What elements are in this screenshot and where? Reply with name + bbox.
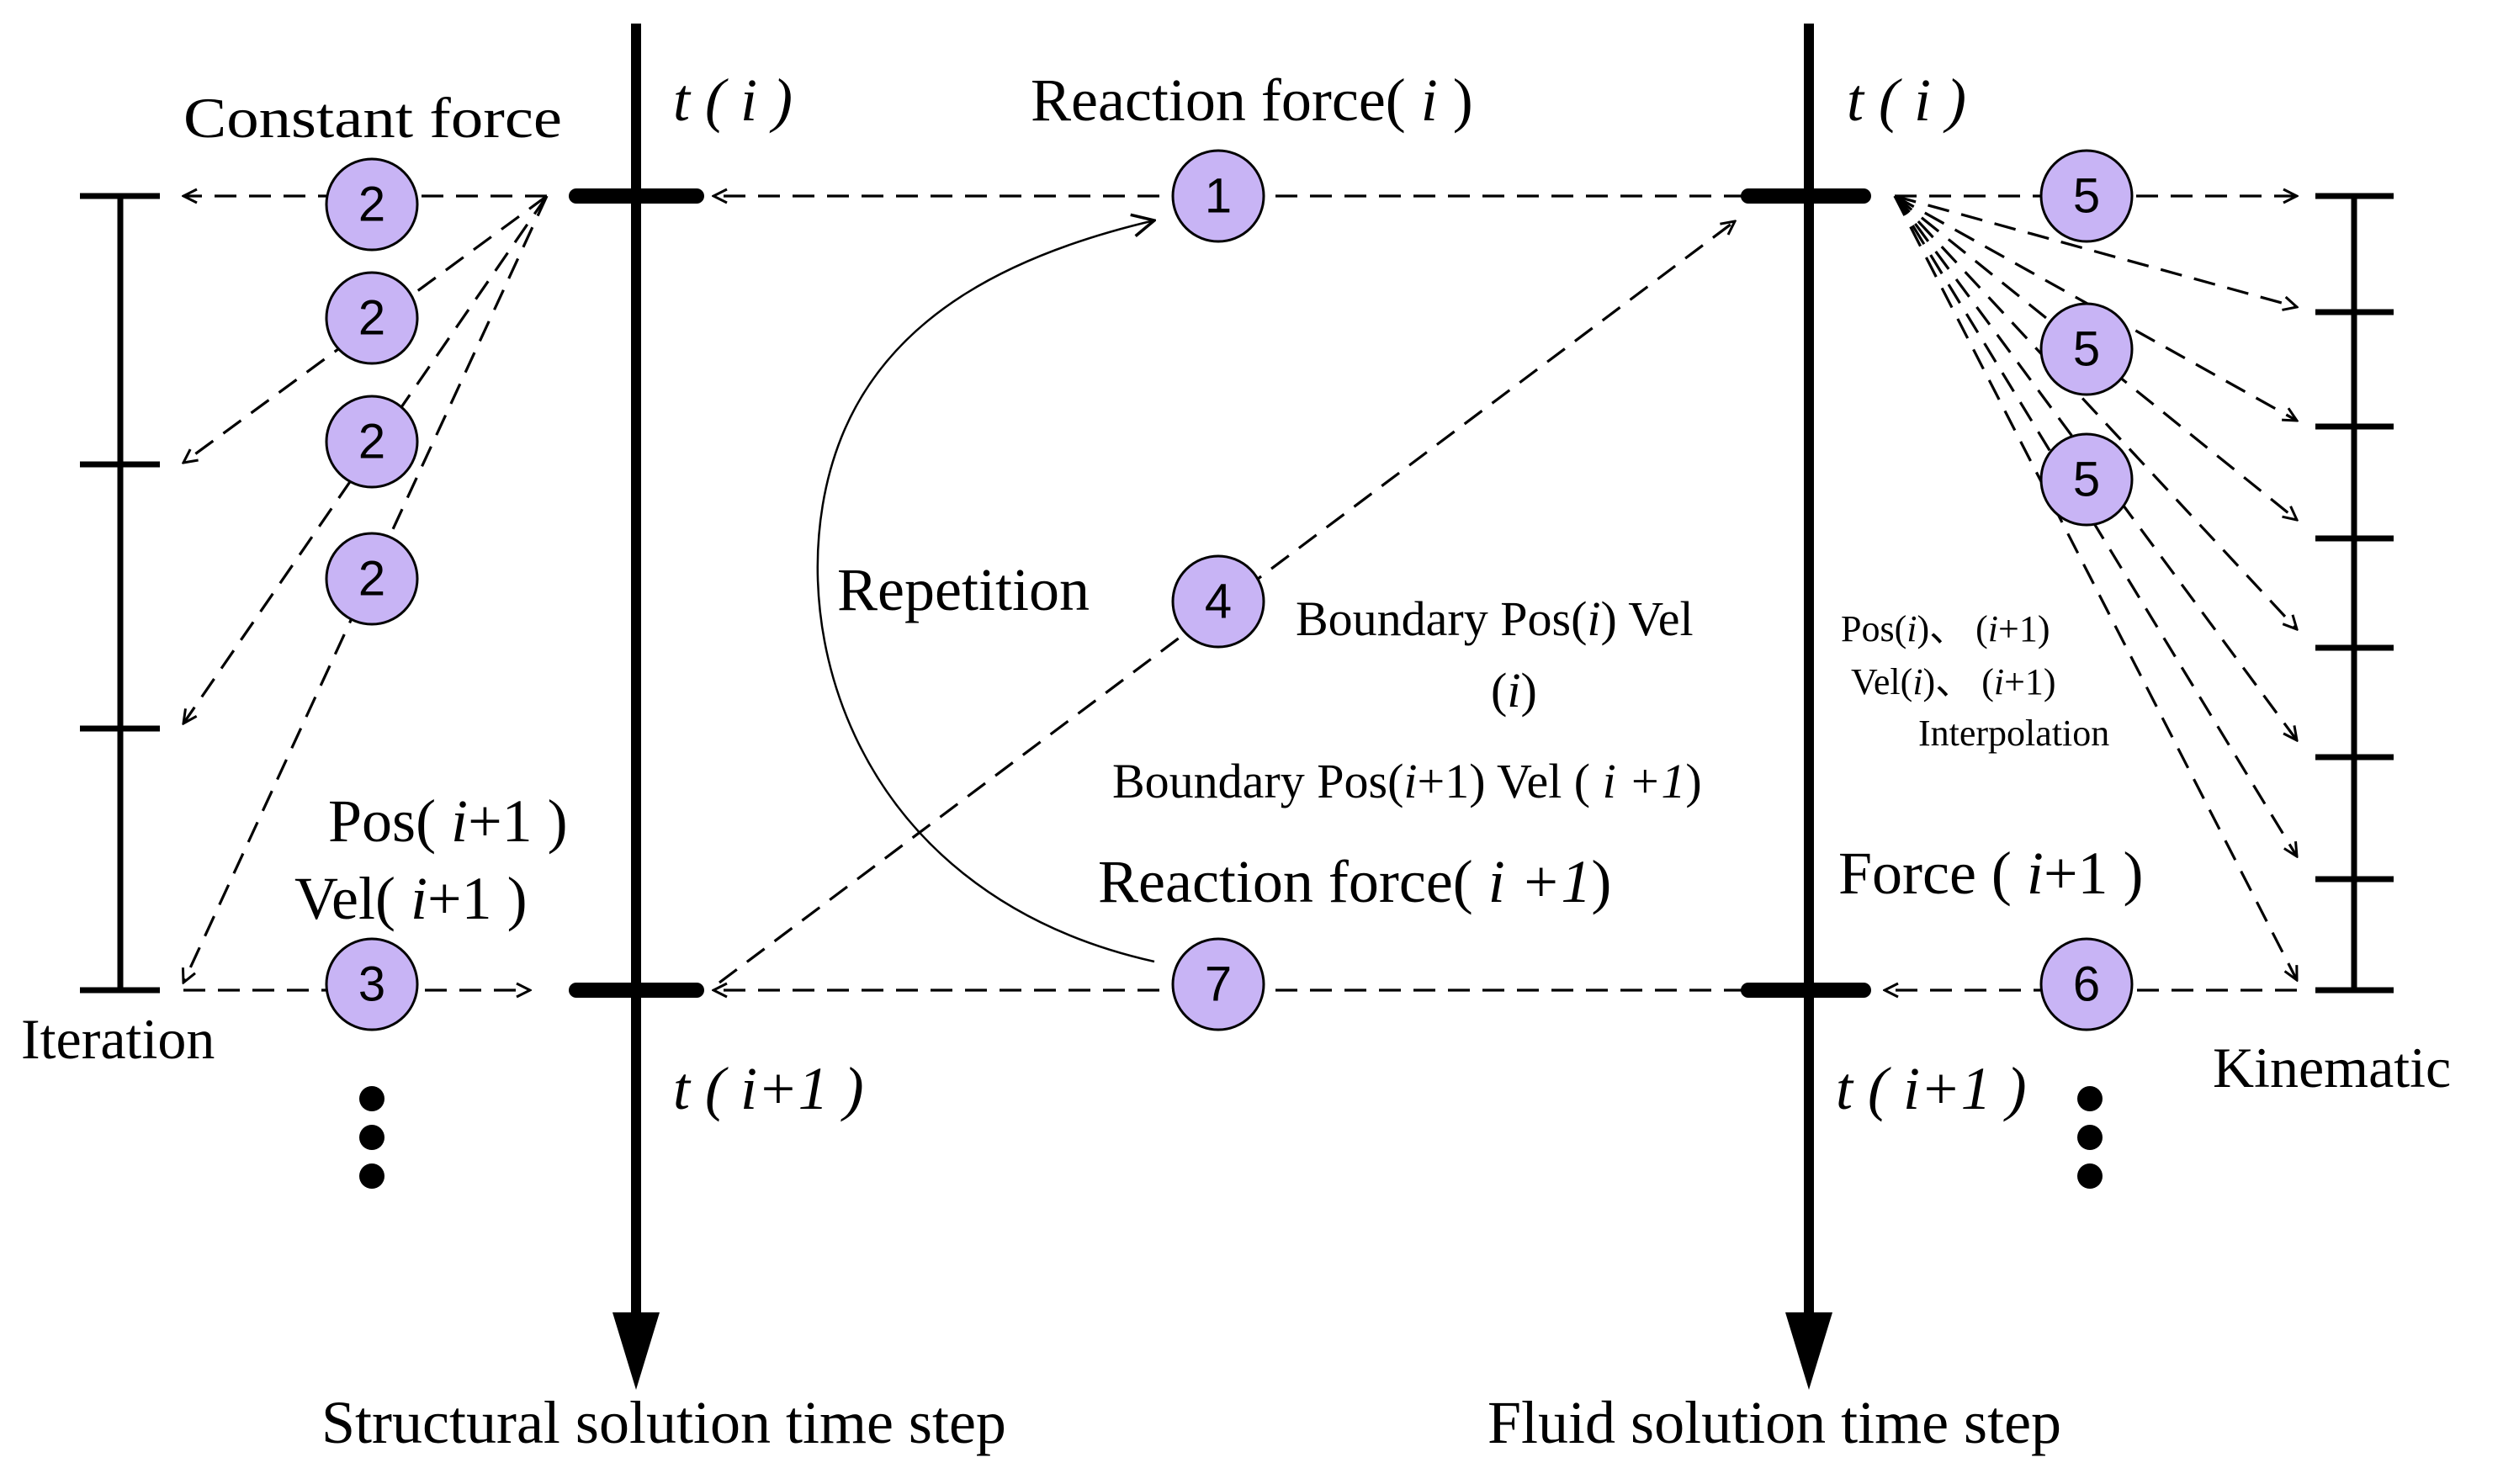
label-vel-i1: Vel( i+1 ) [294,865,528,932]
svg-text:3: 3 [358,957,385,1012]
label-structural-axis: Structural solution time step [321,1389,1006,1456]
step-node-2b: 2 [325,271,419,365]
svg-text:2: 2 [358,291,385,346]
label-boundary-i-line1: Boundary Pos(i) Vel [1296,591,1694,646]
step-node-7: 7 [1171,937,1265,1031]
svg-text:5: 5 [2073,169,2100,224]
step-node-5c: 5 [2039,432,2134,527]
label-fluid-axis: Fluid solution time step [1487,1389,2061,1456]
svg-text:7: 7 [1205,957,1232,1012]
label-t-i1-structural: t ( i+1 ) [673,1055,864,1122]
label-reaction-force-i1: Reaction force( i +1) [1098,848,1611,915]
fluid-axis-arrowhead [1785,1312,1832,1390]
step-node-3: 3 [325,937,419,1031]
svg-text:2: 2 [358,415,385,469]
label-t-i1-fluid: t ( i+1 ) [1836,1055,2027,1122]
step-node-2a: 2 [325,157,419,252]
svg-text:4: 4 [1205,575,1232,629]
label-t-i-fluid: t ( i ) [1847,66,1966,134]
label-repetition: Repetition [837,556,1090,623]
svg-text:5: 5 [2073,322,2100,377]
label-force-i1: Force ( i+1 ) [1838,840,2144,907]
step-node-2c: 2 [325,395,419,489]
step-node-2d: 2 [325,532,419,626]
svg-text:2: 2 [358,178,385,232]
step-node-5a: 5 [2039,149,2134,243]
repetition-arrow [816,220,1154,963]
step-node-6: 6 [2039,937,2134,1031]
label-boundary-i-line2: (i) [1491,663,1537,718]
kinematic-scale [2315,193,2394,994]
label-constant-force: Constant force [183,86,562,150]
label-pos-i1: Pos( i+1 ) [328,787,568,855]
continuation-dots-left [359,1086,384,1189]
step-node-1: 1 [1171,149,1265,243]
label-reaction-force-i: Reaction force( i ) [1031,66,1473,134]
label-interpolation: Interpolation [1918,713,2109,754]
label-vel-interp: Vel(i)、 (i+1) [1851,661,2056,702]
label-pos-interp: Pos(i)、 (i+1) [1841,608,2050,649]
structural-axis-arrowhead [612,1312,660,1390]
continuation-dots-right [2077,1086,2103,1189]
label-t-i-structural: t ( i ) [673,66,793,134]
svg-text:6: 6 [2073,957,2100,1012]
svg-text:5: 5 [2073,453,2100,507]
step-node-4: 4 [1171,554,1265,649]
svg-text:1: 1 [1205,169,1232,224]
label-kinematic: Kinematic [2213,1036,2451,1100]
svg-text:2: 2 [358,552,385,607]
right-dashed-arrows [1885,196,2297,990]
label-boundary-i1: Boundary Pos(i+1) Vel ( i +1) [1112,754,1702,808]
label-iteration: Iteration [21,1007,215,1071]
step-node-5b: 5 [2039,302,2134,396]
iteration-scale [80,193,160,994]
